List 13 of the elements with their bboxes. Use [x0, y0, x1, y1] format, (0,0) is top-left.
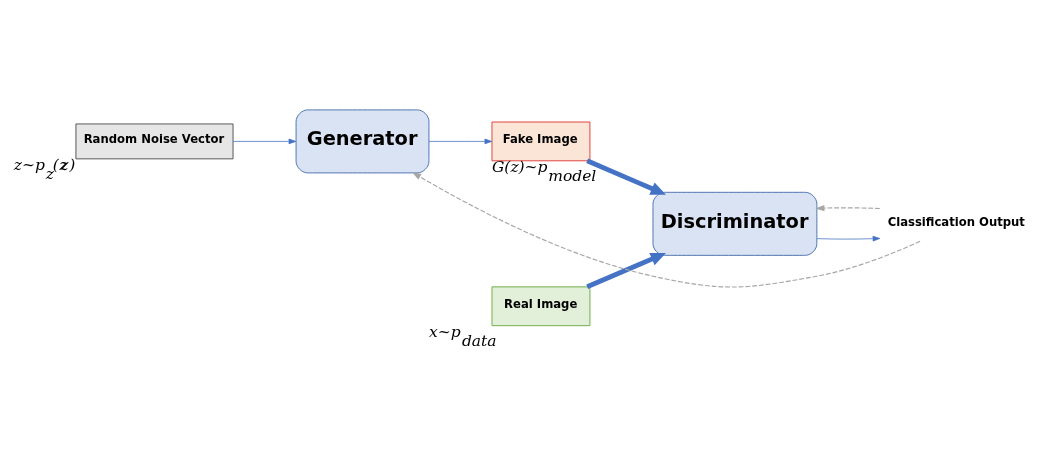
arrow	[816, 235, 881, 242]
arrow	[232, 138, 297, 145]
node-box: Real Image	[491, 286, 591, 327]
arrow	[815, 204, 881, 212]
arrow	[586, 252, 667, 290]
arrow	[428, 138, 493, 145]
node-box: Random Noise Vector	[75, 123, 234, 160]
node-text: Classification Output	[887, 214, 1025, 229]
arrow	[412, 172, 921, 288]
node-box: Fake Image	[491, 121, 591, 162]
arrow	[586, 158, 667, 195]
node-box: Generator	[295, 109, 430, 174]
node-box: Discriminator	[652, 191, 818, 256]
